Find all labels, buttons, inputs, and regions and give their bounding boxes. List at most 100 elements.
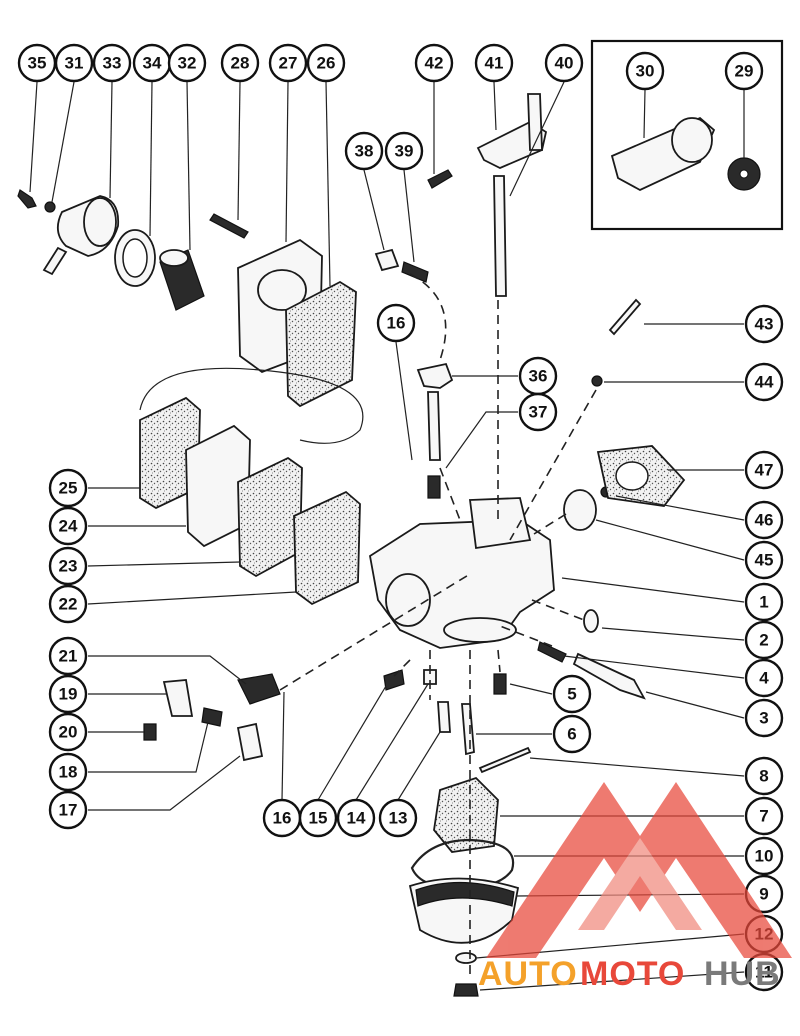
part-jet-14 [423,669,437,685]
callout-25-label: 25 [59,479,78,498]
callout-32-label: 32 [178,54,197,73]
part-spring-16 [427,475,441,499]
callout-16-bottom-label: 16 [273,809,292,828]
part-screw-38 [374,248,400,272]
callout-22-label: 22 [59,595,78,614]
callout-7-label: 7 [759,807,768,826]
callout-19-label: 19 [59,685,78,704]
part-flange-gasket-hole [615,461,649,491]
callout-33-label: 33 [103,54,122,73]
part-bowl-screw-11 [453,983,479,997]
callout-47: 47 [744,450,784,490]
callout-5-label: 5 [567,685,576,704]
part-ball-44 [591,375,603,387]
callout-38: 38 [344,131,384,171]
callout-26-label: 26 [317,54,336,73]
callout-10: 10 [744,836,784,876]
callout-2: 2 [744,620,784,660]
part-screw-35 [17,189,37,209]
part-screw-28 [209,213,249,239]
part-carburetor-body [369,497,555,649]
part-spring-4 [537,641,567,663]
part-float [433,776,499,853]
part-mixture-needle-3 [572,652,646,700]
part-screw-20 [143,723,157,741]
part-lever-21 [237,673,281,705]
callout-39: 39 [384,131,424,171]
part-float-pin [478,746,532,774]
watermark-wordmark: AUTO MOTO HUB [478,955,780,993]
callout-26: 26 [306,43,346,83]
callout-37-label: 37 [529,403,548,422]
watermark-text-moto: MOTO [580,955,685,993]
callout-24: 24 [48,506,88,546]
callout-17: 17 [48,790,88,830]
part-gasket-12 [455,952,477,964]
callout-1-label: 1 [759,593,768,612]
callout-44-label: 44 [755,373,774,392]
part-plate-45 [563,489,597,531]
callout-42-label: 42 [425,54,444,73]
callout-7: 7 [744,796,784,836]
callout-45-label: 45 [755,551,774,570]
callout-28: 28 [220,43,260,83]
inset-frame [590,39,784,231]
callout-47-label: 47 [755,461,774,480]
part-throttle-post [527,93,543,151]
routing-line [139,367,364,444]
callout-39-label: 39 [395,142,414,161]
part-choke-lever [416,362,454,389]
callout-14-label: 14 [347,809,366,828]
part-screw-42 [427,169,453,189]
callout-33: 33 [92,43,132,83]
callout-46: 46 [744,500,784,540]
callout-44: 44 [744,362,784,402]
callout-18-label: 18 [59,763,78,782]
part-plate-19 [162,679,194,717]
part-spring-5 [493,673,507,695]
callout-20: 20 [48,712,88,752]
callout-18: 18 [48,752,88,792]
callout-45: 45 [744,540,784,580]
part-pump-gasket-26 [285,280,357,408]
part-button-17 [236,722,264,762]
callout-42: 42 [414,43,454,83]
part-inset-disc [671,117,713,163]
part-needle-43 [608,298,642,336]
callout-23: 23 [48,546,88,586]
part-choke-shaft [427,391,441,461]
callout-2-label: 2 [759,631,768,650]
callout-34: 34 [132,43,172,83]
callout-11-label: 11 [755,963,773,982]
callout-8-label: 8 [759,767,768,786]
callout-29: 29 [724,51,764,91]
callout-25: 25 [48,468,88,508]
part-spring-39 [401,261,429,283]
part-pump-plate-hole [257,269,307,311]
callout-36-label: 36 [529,367,548,386]
callout-13: 13 [378,798,418,838]
callout-30-label: 30 [636,62,655,81]
callout-36: 36 [518,356,558,396]
callout-14: 14 [336,798,376,838]
callout-16-top-label: 16 [387,314,406,333]
callout-9-label: 9 [759,885,768,904]
callout-43: 43 [744,304,784,344]
part-float-bowl-rim [415,881,515,907]
callout-28-label: 28 [231,54,250,73]
part-gasket-22 [293,490,361,606]
callout-13-label: 13 [389,809,408,828]
part-plug-15 [383,669,405,691]
callout-40: 40 [544,43,584,83]
callout-6: 6 [552,714,592,754]
callout-6-label: 6 [567,725,576,744]
watermark-logo [486,782,792,958]
callout-27: 27 [268,43,308,83]
callout-16-bottom: 16 [262,798,302,838]
part-filter-screen [159,249,205,311]
part-jet-13 [437,701,451,733]
callout-23-label: 23 [59,557,78,576]
callout-31: 31 [54,43,94,83]
